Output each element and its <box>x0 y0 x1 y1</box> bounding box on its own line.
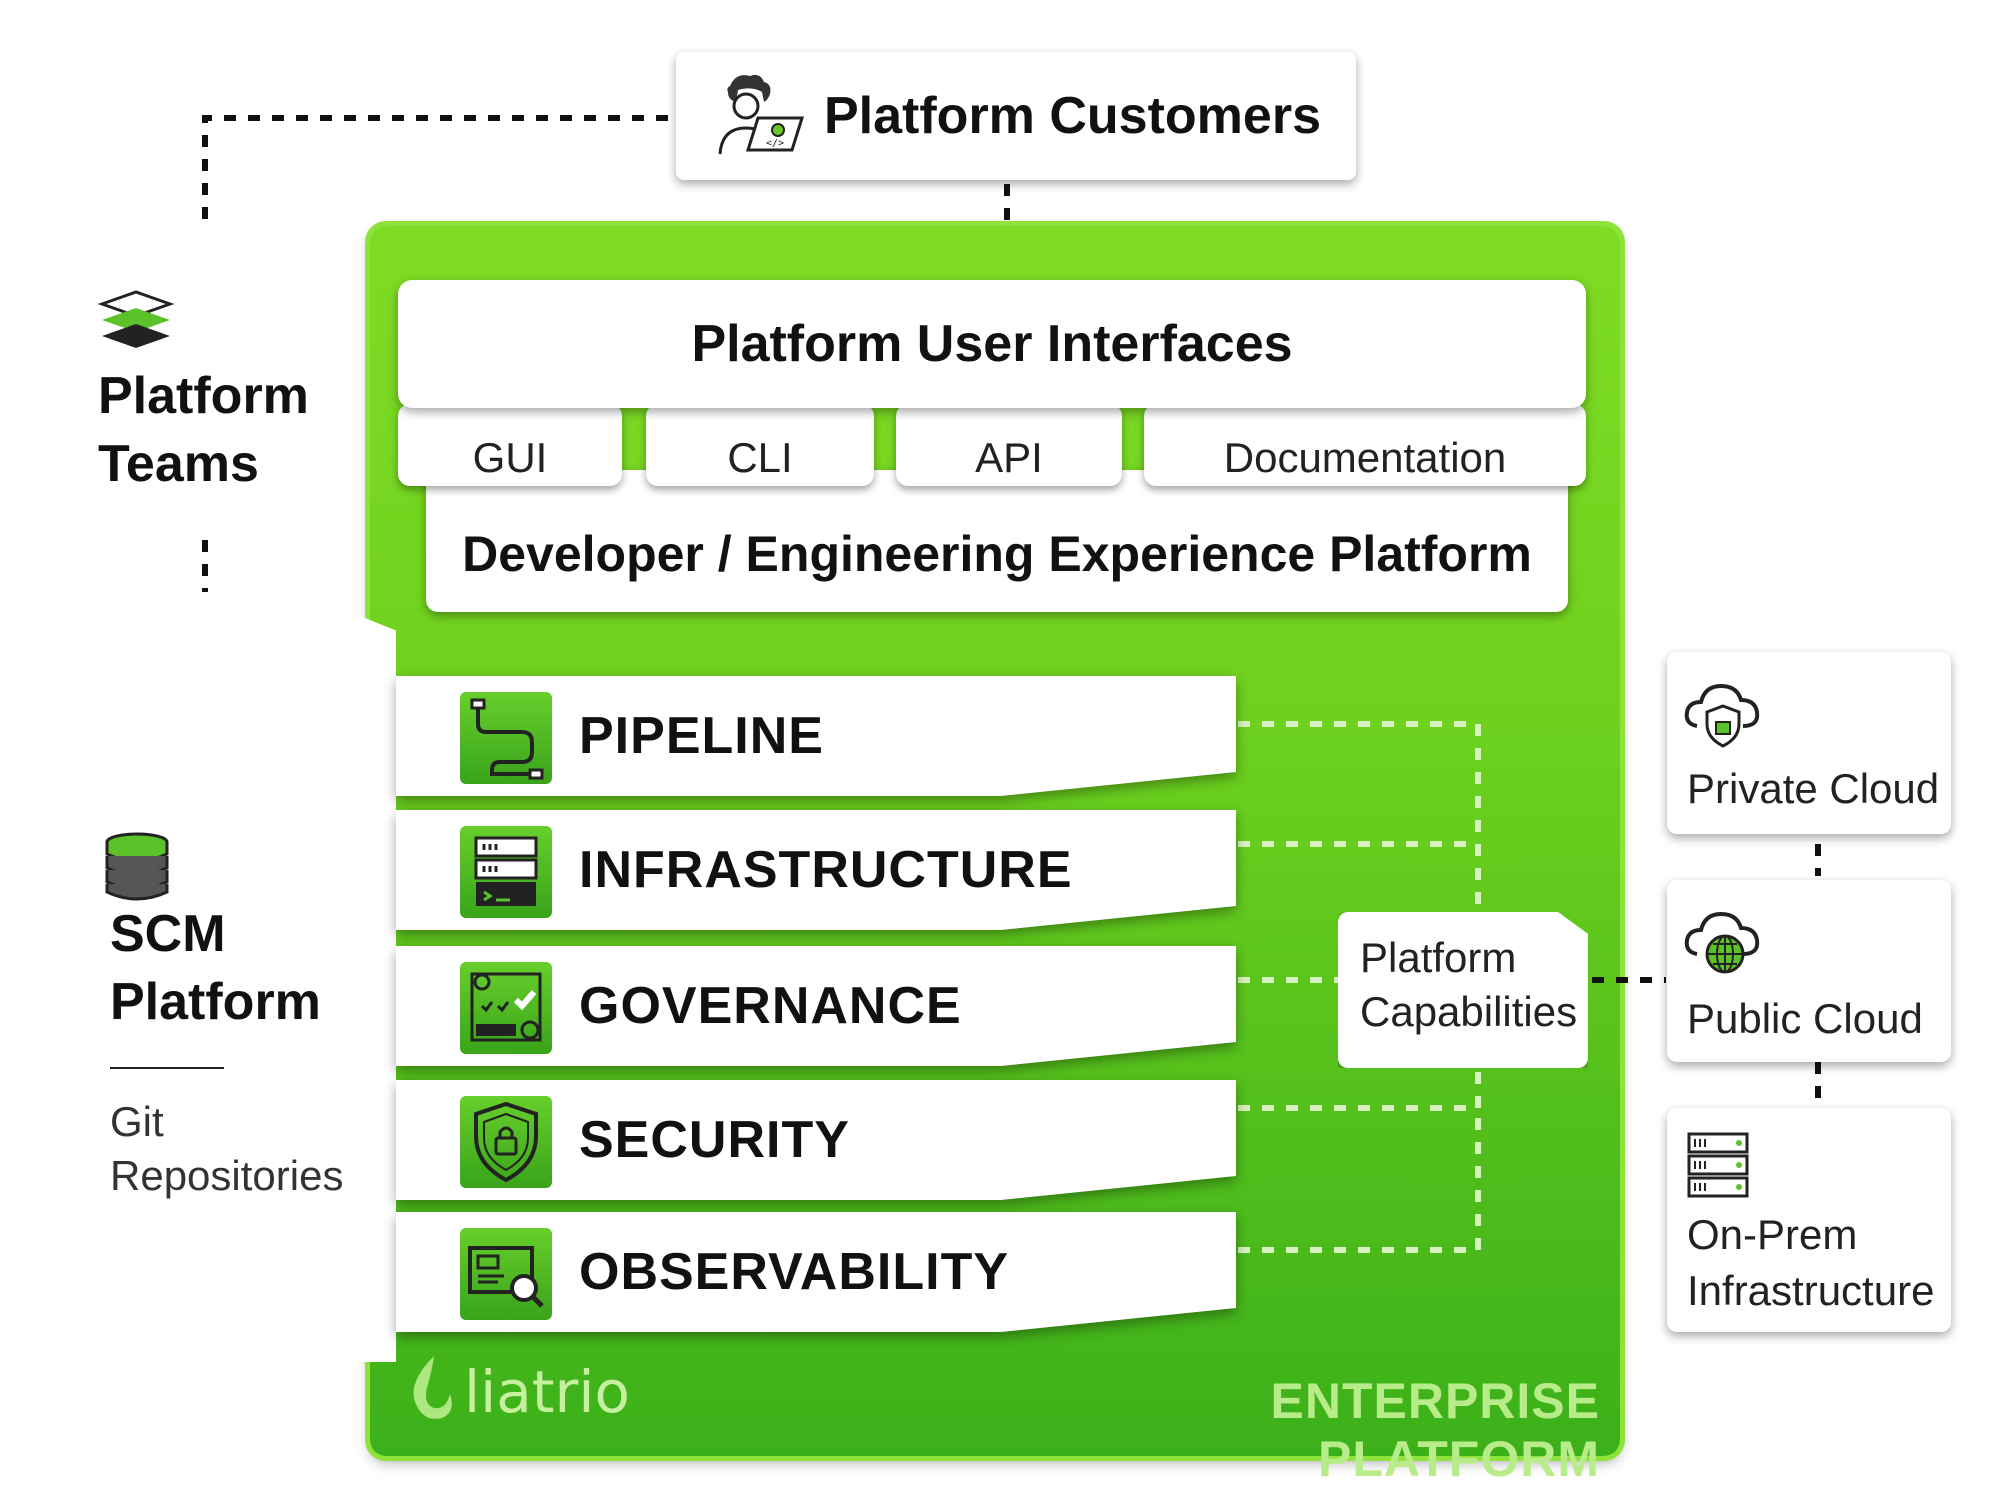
capability-security-label: SECURITY <box>579 1111 850 1169</box>
monitor-magnifier-icon <box>460 1228 552 1320</box>
platform-user-interfaces-title: Platform User Interfaces <box>691 315 1293 373</box>
flame-logo-icon <box>413 1356 452 1419</box>
tab-gui-label: GUI <box>472 434 548 481</box>
svg-text:</>: </> <box>766 138 784 149</box>
developer-laptop-icon: </> <box>718 74 805 155</box>
tab-documentation-label: Documentation <box>1223 434 1507 481</box>
platform-capabilities-line1: Platform <box>1360 934 1517 981</box>
public-cloud-globe-icon <box>1684 911 1760 974</box>
server-rack-icon <box>1687 1132 1749 1198</box>
public-cloud-card: Public Cloud <box>1667 880 1951 1062</box>
tab-documentation: Documentation <box>1144 404 1586 486</box>
governance-checklist-icon <box>460 962 552 1054</box>
tab-api: API <box>896 404 1122 486</box>
on-prem-line2: Infrastructure <box>1687 1267 1935 1314</box>
capability-infrastructure: INFRASTRUCTURE <box>396 810 1236 930</box>
platform-teams-line2: Teams <box>98 435 259 493</box>
capability-observability: OBSERVABILITY <box>396 1212 1236 1332</box>
scm-sub-line2: Repositories <box>110 1152 344 1199</box>
tab-api-label: API <box>975 434 1043 481</box>
pipeline-icon <box>460 692 552 784</box>
capability-observability-label: OBSERVABILITY <box>579 1243 1010 1301</box>
shield-lock-icon <box>460 1096 552 1188</box>
scm-platform-line1: SCM <box>110 905 226 963</box>
liatrio-logo-text: liatrio <box>464 1358 630 1426</box>
scm-platform-card: SCM Platform Git Repositories <box>76 592 396 1362</box>
scm-divider <box>110 1067 224 1069</box>
capability-security: SECURITY <box>396 1080 1236 1200</box>
capability-pipeline: PIPELINE <box>396 676 1236 796</box>
platform-capabilities-line2: Capabilities <box>1360 988 1578 1035</box>
tab-gui: GUI <box>398 404 622 486</box>
developer-experience-platform-title: Developer / Engineering Experience Platf… <box>462 526 1532 582</box>
platform-capabilities-card: Platform Capabilities <box>1338 912 1588 1068</box>
platform-user-interfaces-card: Platform User Interfaces <box>398 280 1586 408</box>
servers-icon <box>460 826 552 918</box>
customers-to-teams-connector <box>202 115 668 226</box>
scm-sub-line1: Git <box>110 1098 164 1145</box>
private-cloud-card: Private Cloud <box>1667 652 1951 834</box>
on-prem-card: On-Prem Infrastructure <box>1667 1108 1951 1332</box>
platform-teams-line1: Platform <box>98 367 309 425</box>
platform-teams-card: Platform Teams <box>76 226 346 538</box>
liatrio-logo: liatrio <box>410 1352 630 1432</box>
capability-pipeline-label: PIPELINE <box>579 707 824 765</box>
capability-governance-label: GOVERNANCE <box>579 977 962 1035</box>
tab-cli-label: CLI <box>727 434 793 481</box>
on-prem-line1: On-Prem <box>1687 1211 1858 1258</box>
platform-customers-card: </> Platform Customers <box>676 52 1356 180</box>
database-icon <box>105 832 169 901</box>
tab-cli: CLI <box>646 404 874 486</box>
public-cloud-label: Public Cloud <box>1687 995 1923 1042</box>
scm-platform-line2: Platform <box>110 973 321 1031</box>
private-cloud-label: Private Cloud <box>1687 765 1940 812</box>
layers-stack-icon <box>98 290 174 348</box>
capability-infrastructure-label: INFRASTRUCTURE <box>579 841 1073 899</box>
developer-experience-platform-card: Developer / Engineering Experience Platf… <box>426 470 1568 612</box>
capability-governance: GOVERNANCE <box>396 946 1236 1066</box>
platform-customers-title: Platform Customers <box>824 87 1321 145</box>
enterprise-platform-watermark: ENTERPRISE PLATFORM <box>1270 1373 1600 1487</box>
private-cloud-icon <box>1684 683 1760 748</box>
